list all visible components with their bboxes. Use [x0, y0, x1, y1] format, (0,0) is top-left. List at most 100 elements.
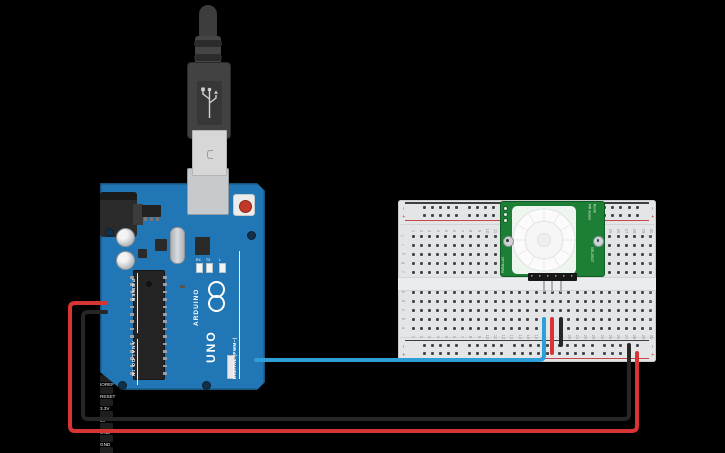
rail-hole[interactable] — [447, 351, 451, 355]
breadboard-hole[interactable] — [468, 317, 472, 321]
rail-hole[interactable] — [484, 205, 487, 209]
breadboard-hole[interactable] — [436, 261, 440, 265]
breadboard-hole[interactable] — [485, 252, 489, 256]
breadboard-hole[interactable] — [444, 290, 448, 294]
breadboard-hole[interactable] — [493, 234, 497, 238]
reset-button-cap[interactable] — [238, 199, 252, 213]
rail-hole[interactable] — [484, 213, 487, 217]
breadboard-hole[interactable] — [624, 299, 628, 303]
breadboard-hole[interactable] — [624, 252, 628, 256]
pir-pin-gnd[interactable] — [560, 281, 562, 292]
breadboard-hole[interactable] — [436, 326, 440, 330]
rail-hole[interactable] — [447, 213, 451, 217]
breadboard-hole[interactable] — [485, 326, 489, 330]
breadboard-hole[interactable] — [427, 261, 431, 265]
rail-hole[interactable] — [566, 351, 569, 355]
breadboard-hole[interactable] — [641, 290, 645, 294]
breadboard-hole[interactable] — [493, 317, 497, 321]
breadboard-hole[interactable] — [518, 308, 522, 312]
rail-hole[interactable] — [520, 351, 524, 355]
breadboard-hole[interactable] — [649, 234, 653, 238]
breadboard-hole[interactable] — [641, 317, 645, 321]
breadboard-hole[interactable] — [452, 299, 456, 303]
breadboard-hole[interactable] — [427, 317, 431, 321]
breadboard-hole[interactable] — [534, 299, 538, 303]
breadboard-hole[interactable] — [485, 317, 489, 321]
breadboard-hole[interactable] — [444, 243, 448, 247]
breadboard-hole[interactable] — [649, 290, 653, 294]
breadboard-hole[interactable] — [493, 243, 497, 247]
breadboard-hole[interactable] — [550, 290, 554, 294]
breadboard-hole[interactable] — [477, 234, 481, 238]
breadboard-hole[interactable] — [493, 270, 497, 274]
breadboard-hole[interactable] — [616, 308, 620, 312]
breadboard-hole[interactable] — [616, 326, 620, 330]
breadboard-hole[interactable] — [436, 270, 440, 274]
breadboard-hole[interactable] — [608, 317, 612, 321]
breadboard-hole[interactable] — [444, 308, 448, 312]
breadboard-hole[interactable] — [616, 317, 620, 321]
breadboard-hole[interactable] — [526, 299, 530, 303]
breadboard-hole[interactable] — [436, 234, 440, 238]
breadboard-hole[interactable] — [452, 290, 456, 294]
breadboard-hole[interactable] — [501, 308, 505, 312]
breadboard-hole[interactable] — [616, 270, 620, 274]
breadboard-hole[interactable] — [641, 252, 645, 256]
breadboard-hole[interactable] — [591, 299, 595, 303]
breadboard-hole[interactable] — [427, 299, 431, 303]
breadboard-hole[interactable] — [526, 290, 530, 294]
breadboard-hole[interactable] — [411, 290, 415, 294]
breadboard-hole[interactable] — [608, 299, 612, 303]
breadboard-hole[interactable] — [649, 299, 653, 303]
breadboard-hole[interactable] — [649, 243, 653, 247]
breadboard-hole[interactable] — [411, 308, 415, 312]
rail-hole[interactable] — [537, 351, 541, 355]
breadboard-hole[interactable] — [477, 299, 481, 303]
breadboard-hole[interactable] — [452, 252, 456, 256]
rail-hole[interactable] — [455, 343, 459, 347]
breadboard-hole[interactable] — [468, 326, 472, 330]
wire-5v-red[interactable] — [68, 301, 639, 433]
rail-hole[interactable] — [500, 343, 504, 347]
breadboard-hole[interactable] — [583, 290, 587, 294]
rail-hole[interactable] — [484, 351, 487, 355]
rail-hole[interactable] — [619, 205, 623, 209]
breadboard-hole[interactable] — [632, 308, 636, 312]
breadboard-hole[interactable] — [477, 243, 481, 247]
breadboard-hole[interactable] — [583, 308, 587, 312]
rail-hole[interactable] — [447, 343, 451, 347]
breadboard-hole[interactable] — [444, 317, 448, 321]
breadboard-hole[interactable] — [419, 326, 423, 330]
breadboard-hole[interactable] — [526, 326, 530, 330]
breadboard-hole[interactable] — [444, 299, 448, 303]
breadboard-hole[interactable] — [542, 299, 546, 303]
breadboard-hole[interactable] — [477, 290, 481, 294]
breadboard-hole[interactable] — [567, 308, 571, 312]
breadboard-hole[interactable] — [608, 326, 612, 330]
breadboard-hole[interactable] — [591, 308, 595, 312]
breadboard-hole[interactable] — [509, 308, 513, 312]
breadboard-hole[interactable] — [600, 299, 604, 303]
rail-hole[interactable] — [619, 213, 623, 217]
rail-hole[interactable] — [475, 205, 479, 209]
breadboard-hole[interactable] — [632, 317, 636, 321]
breadboard-hole[interactable] — [559, 308, 563, 312]
breadboard-hole[interactable] — [624, 290, 628, 294]
breadboard-hole[interactable] — [567, 290, 571, 294]
rail-hole[interactable] — [611, 343, 615, 347]
breadboard-hole[interactable] — [641, 234, 645, 238]
breadboard-hole[interactable] — [534, 308, 538, 312]
breadboard-hole[interactable] — [493, 299, 497, 303]
rail-hole[interactable] — [455, 213, 459, 217]
rail-hole[interactable] — [467, 351, 471, 355]
rail-hole[interactable] — [430, 351, 434, 355]
rail-hole[interactable] — [635, 213, 639, 217]
breadboard-hole[interactable] — [427, 234, 431, 238]
breadboard-hole[interactable] — [641, 308, 645, 312]
breadboard-hole[interactable] — [477, 326, 481, 330]
breadboard-hole[interactable] — [641, 299, 645, 303]
rail-hole[interactable] — [447, 205, 451, 209]
breadboard-hole[interactable] — [460, 299, 464, 303]
breadboard-hole[interactable] — [501, 290, 505, 294]
breadboard-hole[interactable] — [411, 243, 415, 247]
